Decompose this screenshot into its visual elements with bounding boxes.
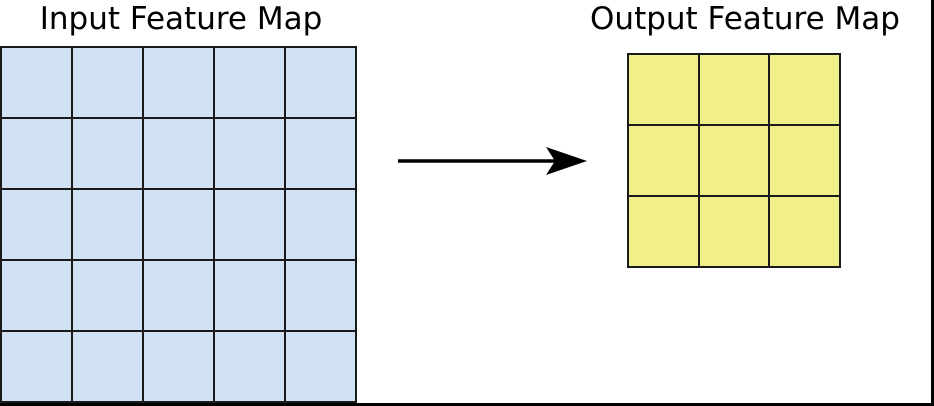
input-map-cell [286,261,355,330]
input-map-cell [215,190,284,259]
input-map-cell [144,332,213,401]
output-map-cell [770,126,839,195]
input-map-cell [73,48,142,117]
input-map-cell [215,119,284,188]
input-map-cell [144,190,213,259]
input-map-title: Input Feature Map [39,1,323,37]
input-map-cell [286,332,355,401]
output-map-cell [629,55,698,124]
input-map-cell [2,332,71,401]
input-map-cell [73,190,142,259]
input-map-cell [215,332,284,401]
output-map-cell [699,197,769,266]
input-map-cell [2,190,71,259]
input-feature-map-grid [0,46,357,403]
output-map-cell [629,197,698,266]
input-map-cell [73,332,142,401]
input-map-cell [286,190,355,259]
input-map-cell [144,119,213,188]
input-map-cell [2,261,71,330]
output-map-cell [629,126,698,195]
output-map-cell [699,55,769,124]
input-map-cell [73,119,142,188]
output-map-title: Output Feature Map [590,1,900,37]
input-map-cell [286,48,355,117]
input-map-cell [215,48,284,117]
input-map-cell [73,261,142,330]
input-map-cell [144,261,213,330]
output-map-cell [699,126,769,195]
input-map-cell [286,119,355,188]
input-map-cell [2,119,71,188]
right-arrow-icon [398,147,587,175]
input-map-cell [215,261,284,330]
output-map-cell [770,55,839,124]
input-map-cell [2,48,71,117]
output-feature-map-grid [627,53,841,268]
input-map-cell [144,48,213,117]
output-map-cell [770,197,839,266]
